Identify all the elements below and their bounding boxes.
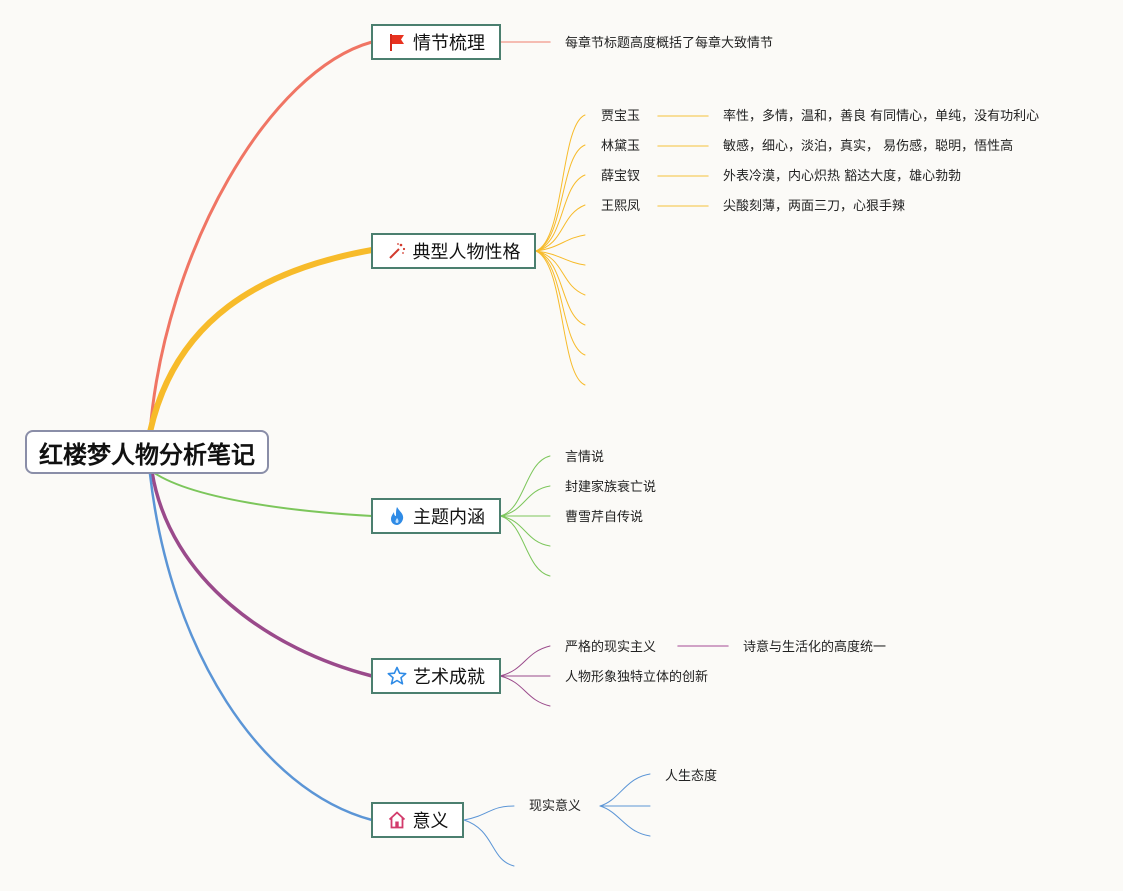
art-item-realism[interactable]: 严格的现实主义 (565, 640, 657, 655)
plot-summary[interactable]: 每章节标题高度概括了每章大致情节 (565, 36, 774, 51)
branch-line-themes (149, 469, 373, 517)
art-item-characters[interactable]: 人物形象独特立体的创新 (565, 670, 709, 685)
branch-line-meaning (148, 472, 374, 822)
root-topic-label: 红楼梦人物分析笔记 (39, 440, 255, 469)
character-fan (535, 114, 586, 386)
meaning-fan (463, 773, 651, 867)
topic-plot-label: 情节梳理 (413, 33, 485, 54)
theme-item-romance[interactable]: 言情说 (565, 450, 605, 465)
character-name-daiyu[interactable]: 林黛玉 (601, 139, 641, 154)
meaning-subitem-life-attitude[interactable]: 人生态度 (665, 769, 718, 784)
character-trait-daiyu: 敏感，细心，淡泊，真实， 易伤感，聪明，悟性高 (723, 139, 1014, 154)
flame-icon (387, 506, 407, 526)
topic-themes[interactable]: 主题内涵 (371, 498, 501, 534)
theme-item-decline[interactable]: 封建家族衰亡说 (565, 480, 657, 495)
star-icon (387, 666, 407, 686)
root-topic[interactable]: 红楼梦人物分析笔记 (25, 430, 269, 474)
topic-characters-label: 典型人物性格 (412, 242, 521, 263)
meaning-item-realistic[interactable]: 现实意义 (529, 799, 582, 814)
topic-plot[interactable]: 情节梳理 (371, 24, 501, 60)
topic-themes-label: 主题内涵 (413, 507, 485, 528)
trait-connectors (657, 115, 709, 207)
character-name-baoyu[interactable]: 贾宝玉 (601, 109, 641, 124)
topic-meaning[interactable]: 意义 (371, 802, 464, 838)
theme-item-autobiography[interactable]: 曹雪芹自传说 (565, 510, 644, 525)
art-item-realism-detail: 诗意与生活化的高度统一 (743, 640, 887, 655)
topic-meaning-label: 意义 (412, 811, 449, 832)
branch-line-plot (148, 40, 374, 434)
topic-art-label: 艺术成就 (413, 667, 485, 688)
character-name-baochai[interactable]: 薛宝钗 (601, 169, 641, 184)
home-icon (387, 810, 407, 830)
branch-line-characters (147, 247, 375, 435)
topic-characters[interactable]: 典型人物性格 (371, 233, 536, 269)
topic-art[interactable]: 艺术成就 (371, 658, 501, 694)
red-flag-icon (387, 32, 407, 52)
character-trait-baoyu: 率性，多情，温和，善良 有同情心，单纯，没有功利心 (723, 109, 1040, 124)
character-trait-xifeng: 尖酸刻薄，两面三刀，心狠手辣 (723, 199, 906, 214)
art-fan (499, 645, 551, 707)
character-trait-baochai: 外表冷漠，内心炽热 豁达大度，雄心勃勃 (723, 169, 962, 184)
theme-fan (499, 455, 551, 577)
magic-wand-icon (387, 241, 407, 261)
character-name-xifeng[interactable]: 王熙凤 (601, 199, 641, 214)
branch-line-art (150, 470, 374, 678)
